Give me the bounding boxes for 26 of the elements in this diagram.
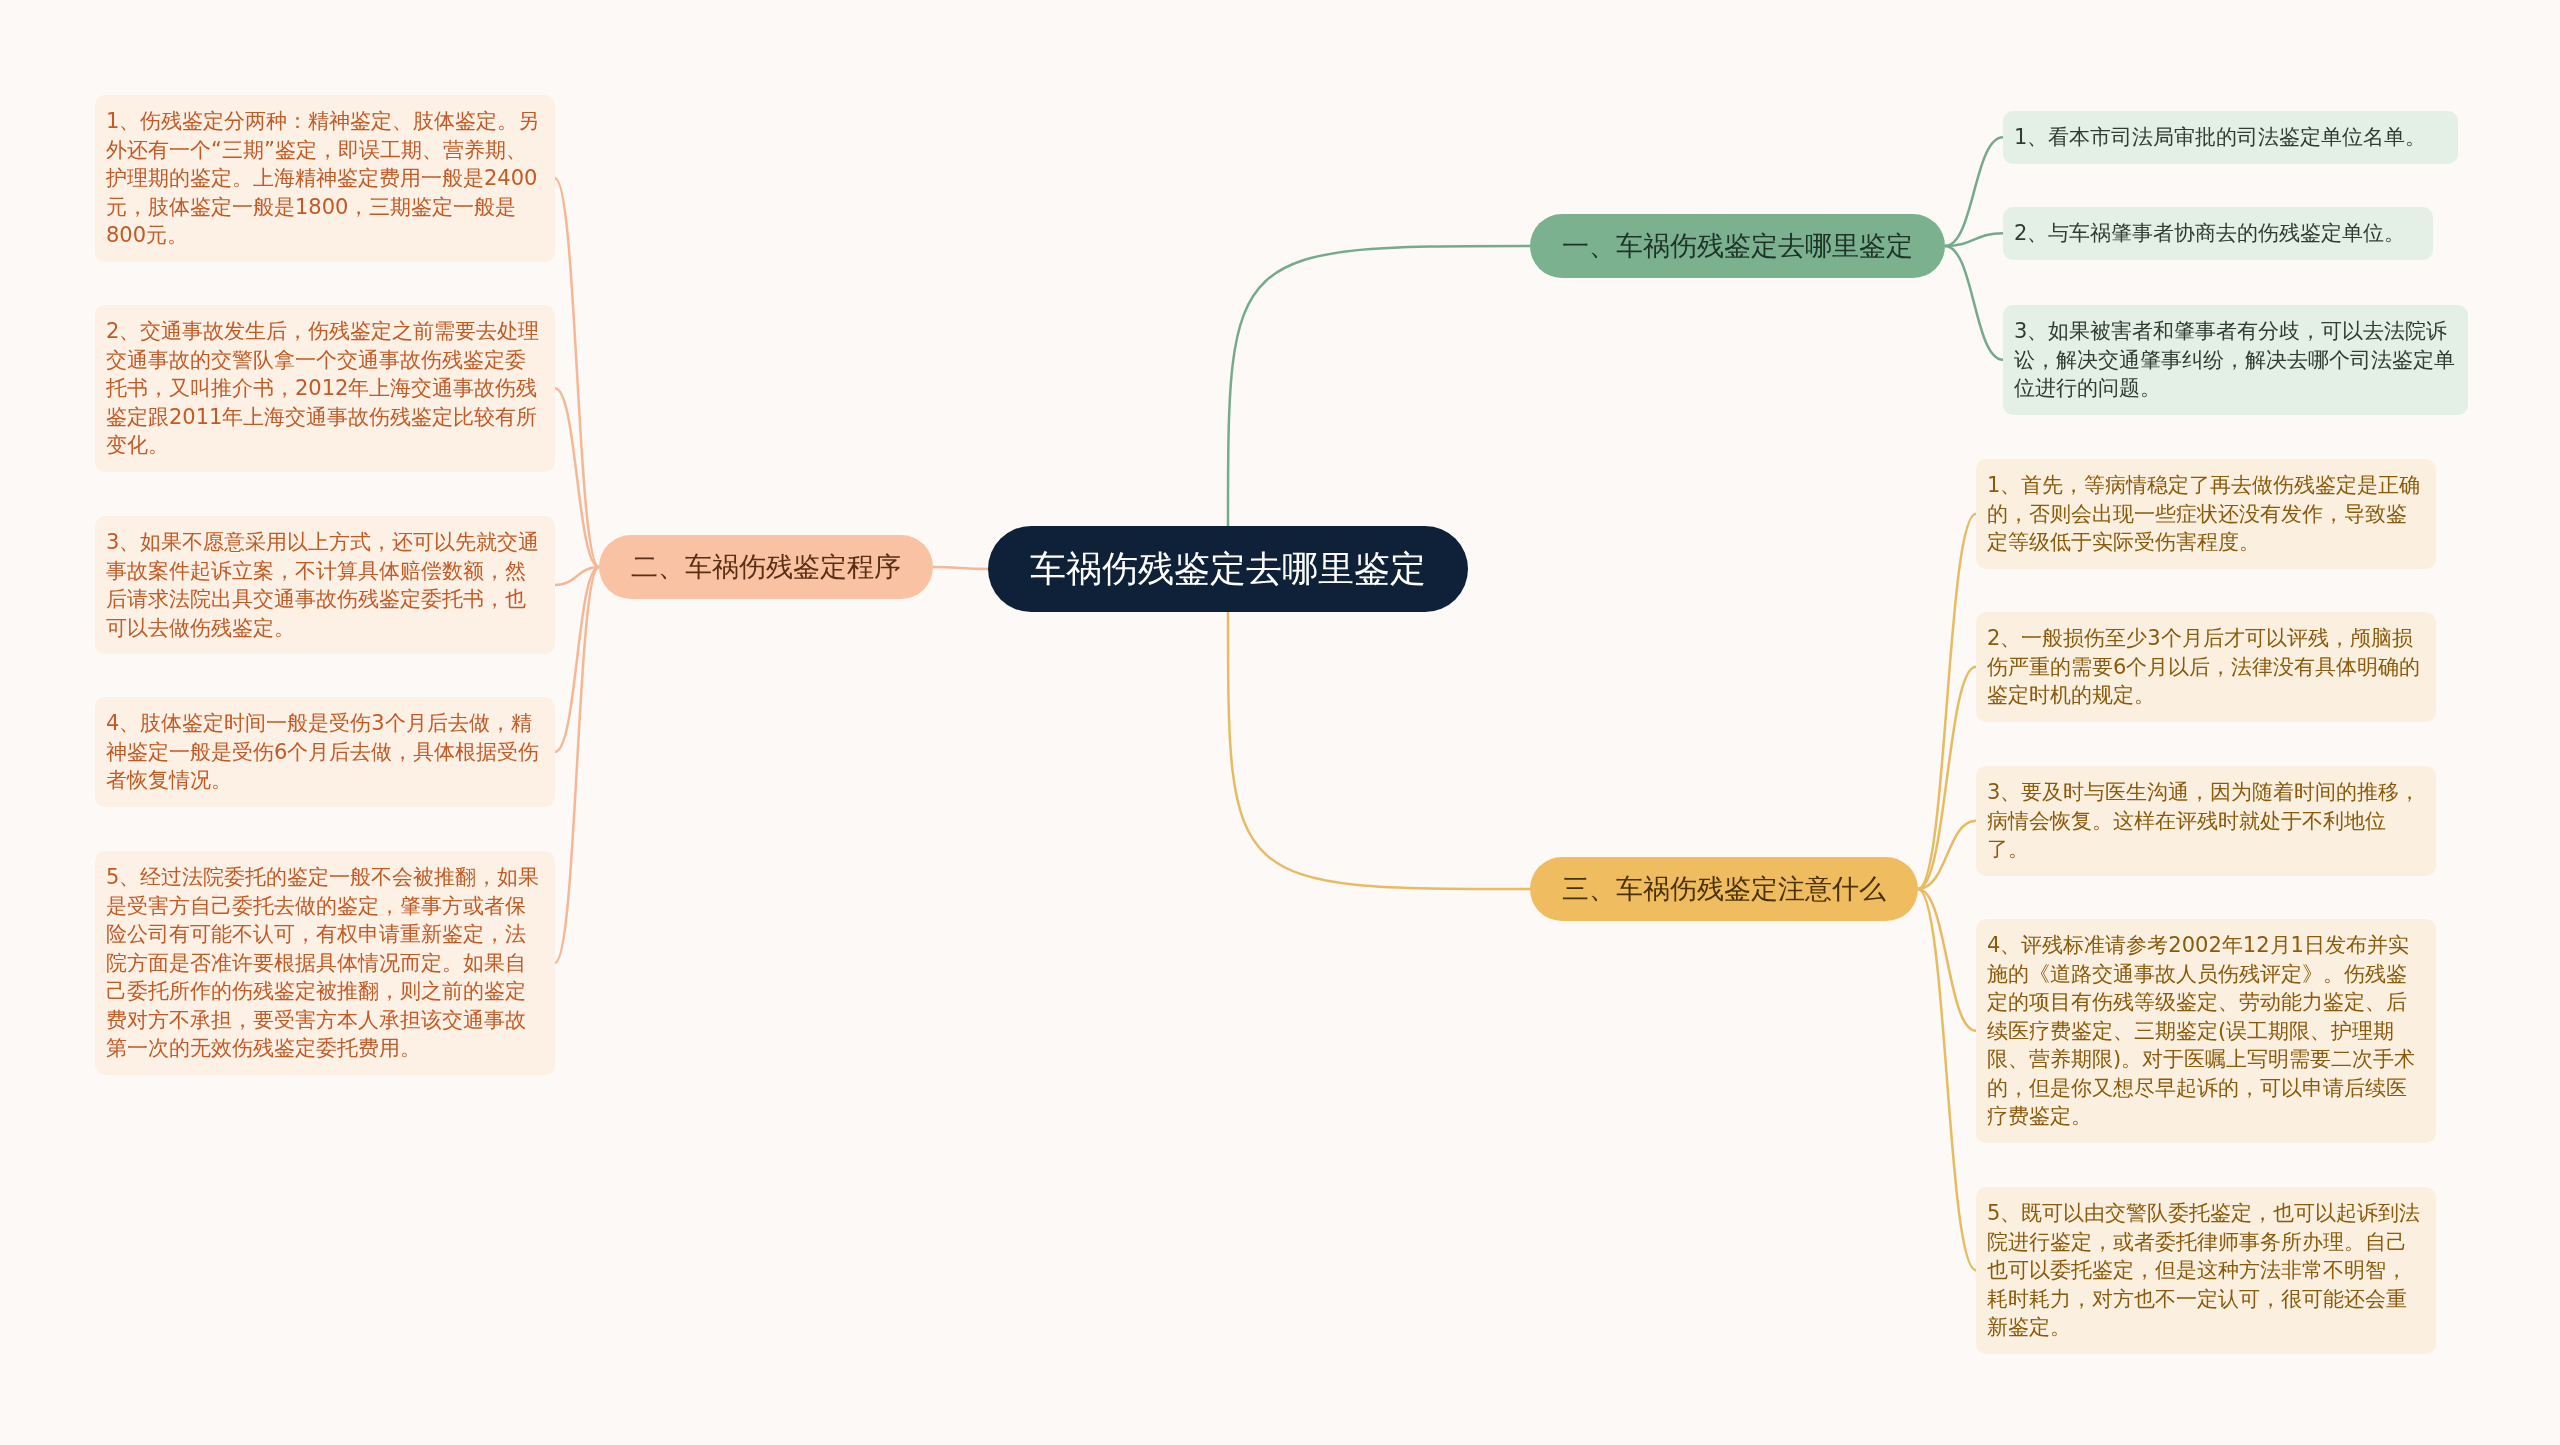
note-card: 5、经过法院委托的鉴定一般不会被推翻，如果是受害方自己委托去做的鉴定，肇事方或者保险公司有可能不认可，有权申请重新鉴定，法院方面是否准许要根据具体情况而定。如果自己委托所作的伤残鉴定被推翻，则之前的鉴定费对方不承担，要受害方本人承担该交通事故第一次的无效伤残鉴定委托费用。	[95, 851, 555, 1075]
note-card: 5、既可以由交警队委托鉴定，也可以起诉到法院进行鉴定，或者委托律师事务所办理。自己也可以委托鉴定，但是这种方法非常不明智，耗时耗力，对方也不一定认可，很可能还会重新鉴定。	[1976, 1187, 2436, 1354]
branch-connector	[1917, 888, 1977, 1272]
branch-connector	[1917, 512, 1977, 890]
note-card: 2、一般损伤至少3个月后才可以评残，颅脑损伤严重的需要6个月以后，法律没有具体明确的鉴定时机的规定。	[1976, 612, 2436, 722]
note-card: 3、如果被害者和肇事者有分歧，可以去法院诉讼，解决交通肇事纠纷，解决去哪个司法鉴定单位进行的问题。	[2003, 305, 2468, 415]
branch-connector	[1226, 612, 1530, 891]
branch-connector	[1944, 244, 2004, 361]
branch-connector	[553, 566, 601, 964]
note-card: 2、与车祸肇事者协商去的伤残鉴定单位。	[2003, 207, 2433, 260]
note-card: 1、伤残鉴定分两种：精神鉴定、肢体鉴定。另外还有一个“三期”鉴定，即误工期、营养期、护理期的鉴定。上海精神鉴定费用一般是2400元，肢体鉴定一般是1800，三期鉴定一般是800元。	[95, 95, 555, 262]
topic-pill: 一、车祸伤残鉴定去哪里鉴定	[1530, 214, 1945, 278]
note-card: 4、评残标准请参考2002年12月1日发布并实施的《道路交通事故人员伤残评定》。伤残鉴定的项目有伤残等级鉴定、劳动能力鉴定、后续医疗费鉴定、三期鉴定(误工期限、护理期限、营养期限)。对于医嘱上写明需要二次手术的，但是你又想尽早起诉的，可以申请后续医疗费鉴定。	[1976, 919, 2436, 1143]
branch-connector	[1226, 244, 1530, 526]
topic-pill: 二、车祸伤残鉴定程序	[599, 535, 933, 599]
note-card: 1、看本市司法局审批的司法鉴定单位名单。	[2003, 111, 2458, 164]
topic-pill: 三、车祸伤残鉴定注意什么	[1530, 857, 1918, 921]
note-card: 3、如果不愿意采用以上方式，还可以先就交通事故案件起诉立案，不计算具体赔偿数额，然后请求法院出具交通事故伤残鉴定委托书，也可以去做伤残鉴定。	[95, 516, 555, 654]
note-card: 3、要及时与医生沟通，因为随着时间的推移，病情会恢复。这样在评残时就处于不利地位了。	[1976, 766, 2436, 876]
branch-connector	[553, 177, 601, 568]
note-card: 1、首先，等病情稳定了再去做伤残鉴定是正确的，否则会出现一些症状还没有发作，导致鉴定等级低于实际受伤害程度。	[1976, 459, 2436, 569]
note-card: 2、交通事故发生后，伤残鉴定之前需要去处理交通事故的交警队拿一个交通事故伤残鉴定委托书，又叫推介书，2012年上海交通事故伤残鉴定跟2011年上海交通事故伤残鉴定比较有所变化。	[95, 305, 555, 472]
branch-connector	[1944, 136, 2004, 248]
central-topic: 车祸伤残鉴定去哪里鉴定	[988, 526, 1468, 612]
note-card: 4、肢体鉴定时间一般是受伤3个月后去做，精神鉴定一般是受伤6个月后去做，具体根据受伤者恢复情况。	[95, 697, 555, 807]
branch-connector	[933, 565, 988, 571]
